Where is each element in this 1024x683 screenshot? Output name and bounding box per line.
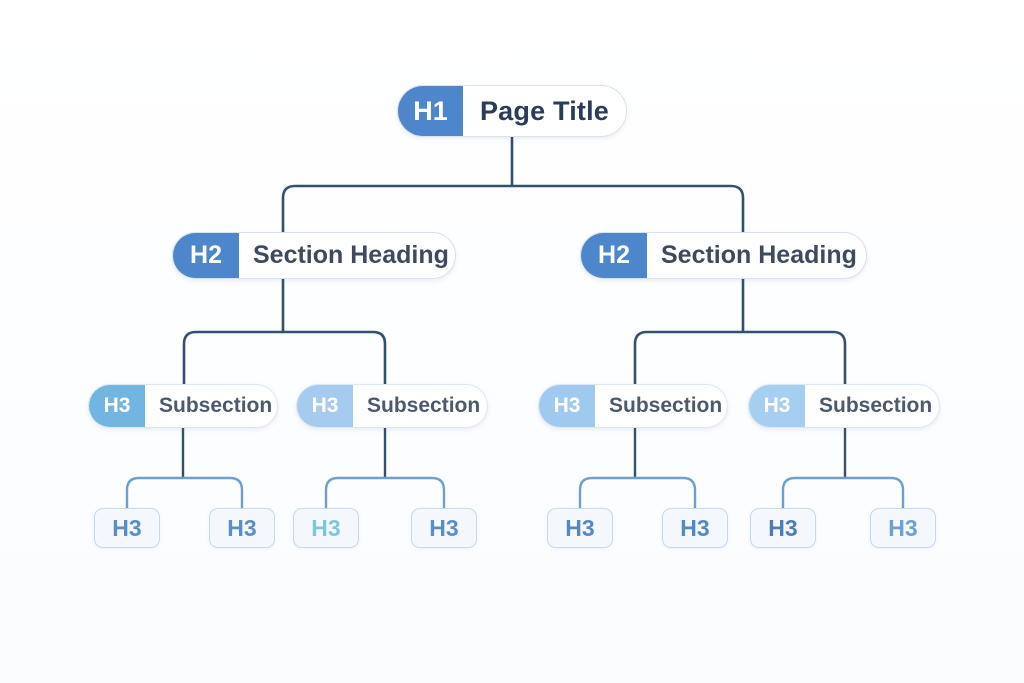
node-h3-subsection-1: H3 Subsection: [88, 384, 278, 428]
leaf-h3-8: H3: [870, 508, 936, 548]
leaf-h3-2: H3: [209, 508, 275, 548]
leaf-h3-1: H3: [94, 508, 160, 548]
h1-badge: H1: [398, 86, 463, 136]
h2-badge: H2: [581, 233, 647, 278]
h2-badge: H2: [173, 233, 239, 278]
leaf-h3-4: H3: [411, 508, 477, 548]
node-h1-page-title: H1 Page Title: [397, 85, 627, 137]
connector-sub1-bus: [125, 476, 244, 508]
connector-sub2-bus: [324, 476, 446, 508]
h1-label: Page Title: [479, 95, 610, 126]
leaf-h3-6: H3: [662, 508, 728, 548]
h3-label: Subsection: [609, 394, 723, 417]
h3-label: Subsection: [367, 394, 481, 417]
leaf-h3-3: H3: [293, 508, 359, 548]
connector-h2-right-bus: [633, 330, 847, 384]
h3-label: Subsection: [819, 394, 933, 417]
node-h3-subsection-2: H3 Subsection: [296, 384, 488, 428]
h3-badge: H3: [749, 385, 805, 427]
node-h3-subsection-3: H3 Subsection: [538, 384, 728, 428]
node-h2-section-1: H2 Section Heading: [172, 232, 456, 279]
leaf-h3-7: H3: [750, 508, 816, 548]
h3-badge: H3: [539, 385, 595, 427]
h3-badge: H3: [89, 385, 145, 427]
connector-h1-bus: [281, 184, 745, 232]
h3-label: Subsection: [159, 394, 273, 417]
leaf-h3-5: H3: [547, 508, 613, 548]
node-h2-section-2: H2 Section Heading: [580, 232, 867, 279]
connector-sub4-bus: [781, 476, 905, 508]
node-h3-subsection-4: H3 Subsection: [748, 384, 940, 428]
connector-h2-left-bus: [182, 330, 387, 384]
h2-label: Section Heading: [661, 241, 857, 269]
connector-sub3-bus: [578, 476, 697, 508]
h2-label: Section Heading: [253, 241, 449, 269]
h3-badge: H3: [297, 385, 353, 427]
